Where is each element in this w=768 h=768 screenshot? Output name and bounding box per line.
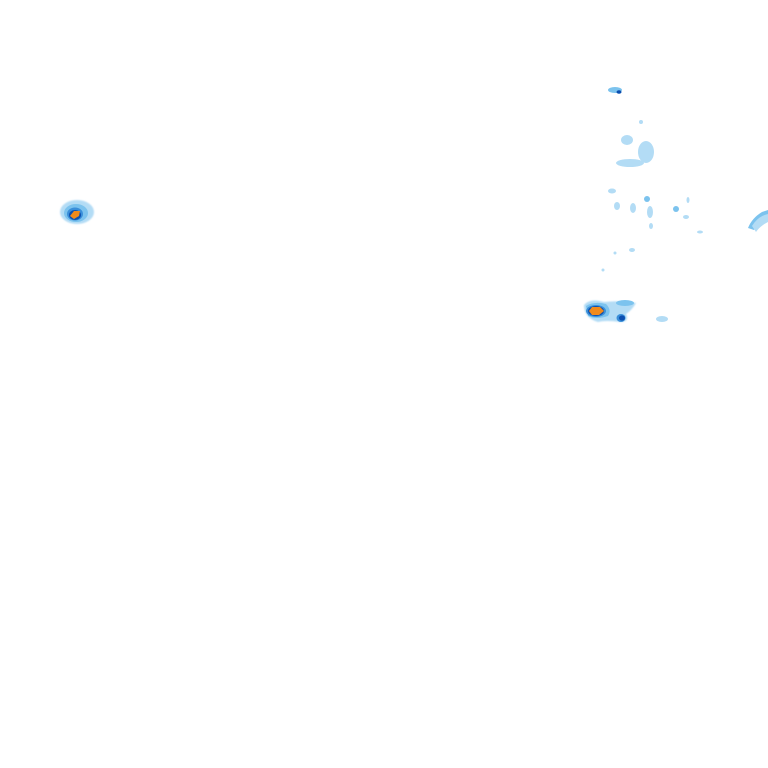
shower-a [621,135,633,145]
shower-l [683,215,689,219]
east-cell [584,300,668,322]
shower-f [614,202,620,210]
shower-o [613,251,617,255]
shower-g [630,203,636,213]
west-cell-intense [70,211,80,219]
shower-n [629,248,635,252]
edge-band-very-light [752,214,768,232]
shower-e [608,188,616,194]
shower-i [647,206,653,218]
shower-j [649,223,653,229]
shower-p [601,268,605,272]
shower-k [673,206,679,212]
shower-c [616,159,644,167]
east-cell-trailing-light [616,300,634,306]
east-cell-fragment [656,316,668,322]
shower-h [644,196,650,202]
east-cell-secondary-heavy [619,315,625,321]
east-cell-intense [589,307,604,315]
west-cell [60,200,94,224]
shower-m [686,197,690,203]
shower-d [639,120,643,124]
scattered-showers-northeast [601,87,703,272]
shower-top-core [616,90,622,94]
shower-q [697,230,703,234]
shower-b [638,141,654,163]
edge-band-east [748,210,768,232]
